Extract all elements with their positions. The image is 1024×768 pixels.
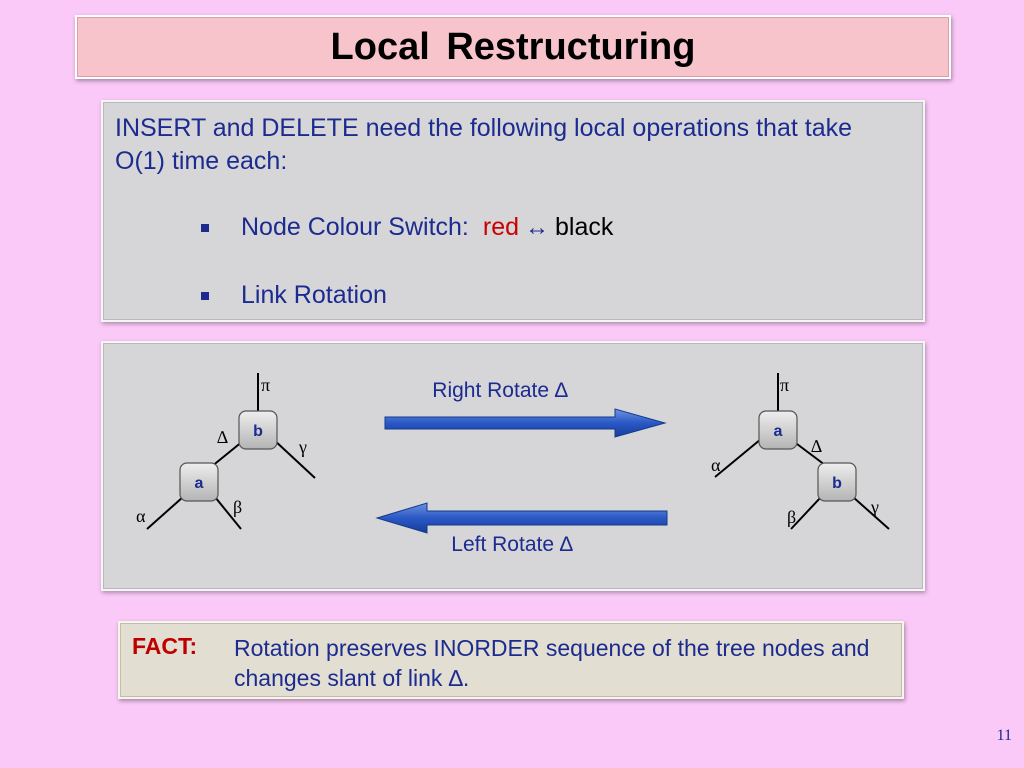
right-alpha-link xyxy=(714,438,762,478)
bullet-square-icon xyxy=(201,291,209,300)
left-node-a xyxy=(179,462,219,502)
fact-text: Rotation preserves INORDER sequence of t… xyxy=(234,635,870,691)
right-node-b-label: b xyxy=(832,475,842,492)
rotation-diagram: b a π ∆ γ α β Right Rotate ∆ Left Rotate… xyxy=(136,373,890,556)
right-node-b xyxy=(817,462,857,502)
rotation-panel: b a π ∆ γ α β Right Rotate ∆ Left Rotate… xyxy=(101,341,925,591)
left-tree: b a π ∆ γ α β xyxy=(136,373,316,530)
right-gamma-label: γ xyxy=(870,497,879,517)
left-rotate-label: Left Rotate ∆ xyxy=(451,533,573,556)
left-arrow-icon xyxy=(375,502,668,534)
right-alpha-label: α xyxy=(711,455,721,475)
left-delta-link xyxy=(210,440,244,468)
slide-title: Local Restructuring xyxy=(330,25,696,68)
title-banner: Local Restructuring xyxy=(75,15,951,79)
page-number: 11 xyxy=(996,727,1012,744)
colour-black-text: black xyxy=(555,213,614,241)
left-alpha-label: α xyxy=(136,506,146,526)
right-tree: a b π ∆ α β γ xyxy=(711,373,890,530)
right-arrow-icon xyxy=(384,408,667,438)
colour-red-text: red xyxy=(482,213,520,241)
right-gamma-link xyxy=(852,496,890,530)
bullet-link-rotation: Link Rotation xyxy=(201,281,387,310)
left-node-a-label: a xyxy=(195,475,204,492)
double-arrow-icon: ↔ xyxy=(525,213,550,241)
right-pi-label: π xyxy=(780,375,789,395)
right-beta-label: β xyxy=(787,507,796,527)
left-gamma-link xyxy=(272,438,316,479)
colour-switch-label: Node Colour Switch: xyxy=(241,213,469,241)
left-delta-label: ∆ xyxy=(217,427,228,447)
right-delta-label: ∆ xyxy=(811,436,822,456)
left-gamma-label: γ xyxy=(298,437,307,457)
bullet-square-icon xyxy=(201,223,209,232)
right-delta-link xyxy=(792,440,826,466)
left-alpha-link xyxy=(146,496,184,530)
right-beta-link xyxy=(790,496,822,530)
left-node-b xyxy=(238,410,278,450)
operations-intro: INSERT and DELETE need the following loc… xyxy=(115,114,853,175)
right-rotate-label: Right Rotate ∆ xyxy=(432,379,568,402)
left-beta-label: β xyxy=(233,497,242,517)
operations-panel: INSERT and DELETE need the following loc… xyxy=(101,100,925,322)
fact-label: FACT: xyxy=(132,633,198,659)
link-rotation-label: Link Rotation xyxy=(241,281,387,309)
bullet-colour-switch: Node Colour Switch: red ↔ black xyxy=(201,213,613,242)
right-rotate-arrow xyxy=(384,408,667,438)
right-node-a xyxy=(758,410,798,450)
left-beta-link xyxy=(214,496,242,530)
left-rotate-arrow xyxy=(375,502,668,534)
left-node-b-label: b xyxy=(253,423,263,440)
fact-box: FACT: Rotation preserves INORDER sequenc… xyxy=(118,621,904,699)
left-pi-label: π xyxy=(261,375,270,395)
right-node-a-label: a xyxy=(774,423,783,440)
